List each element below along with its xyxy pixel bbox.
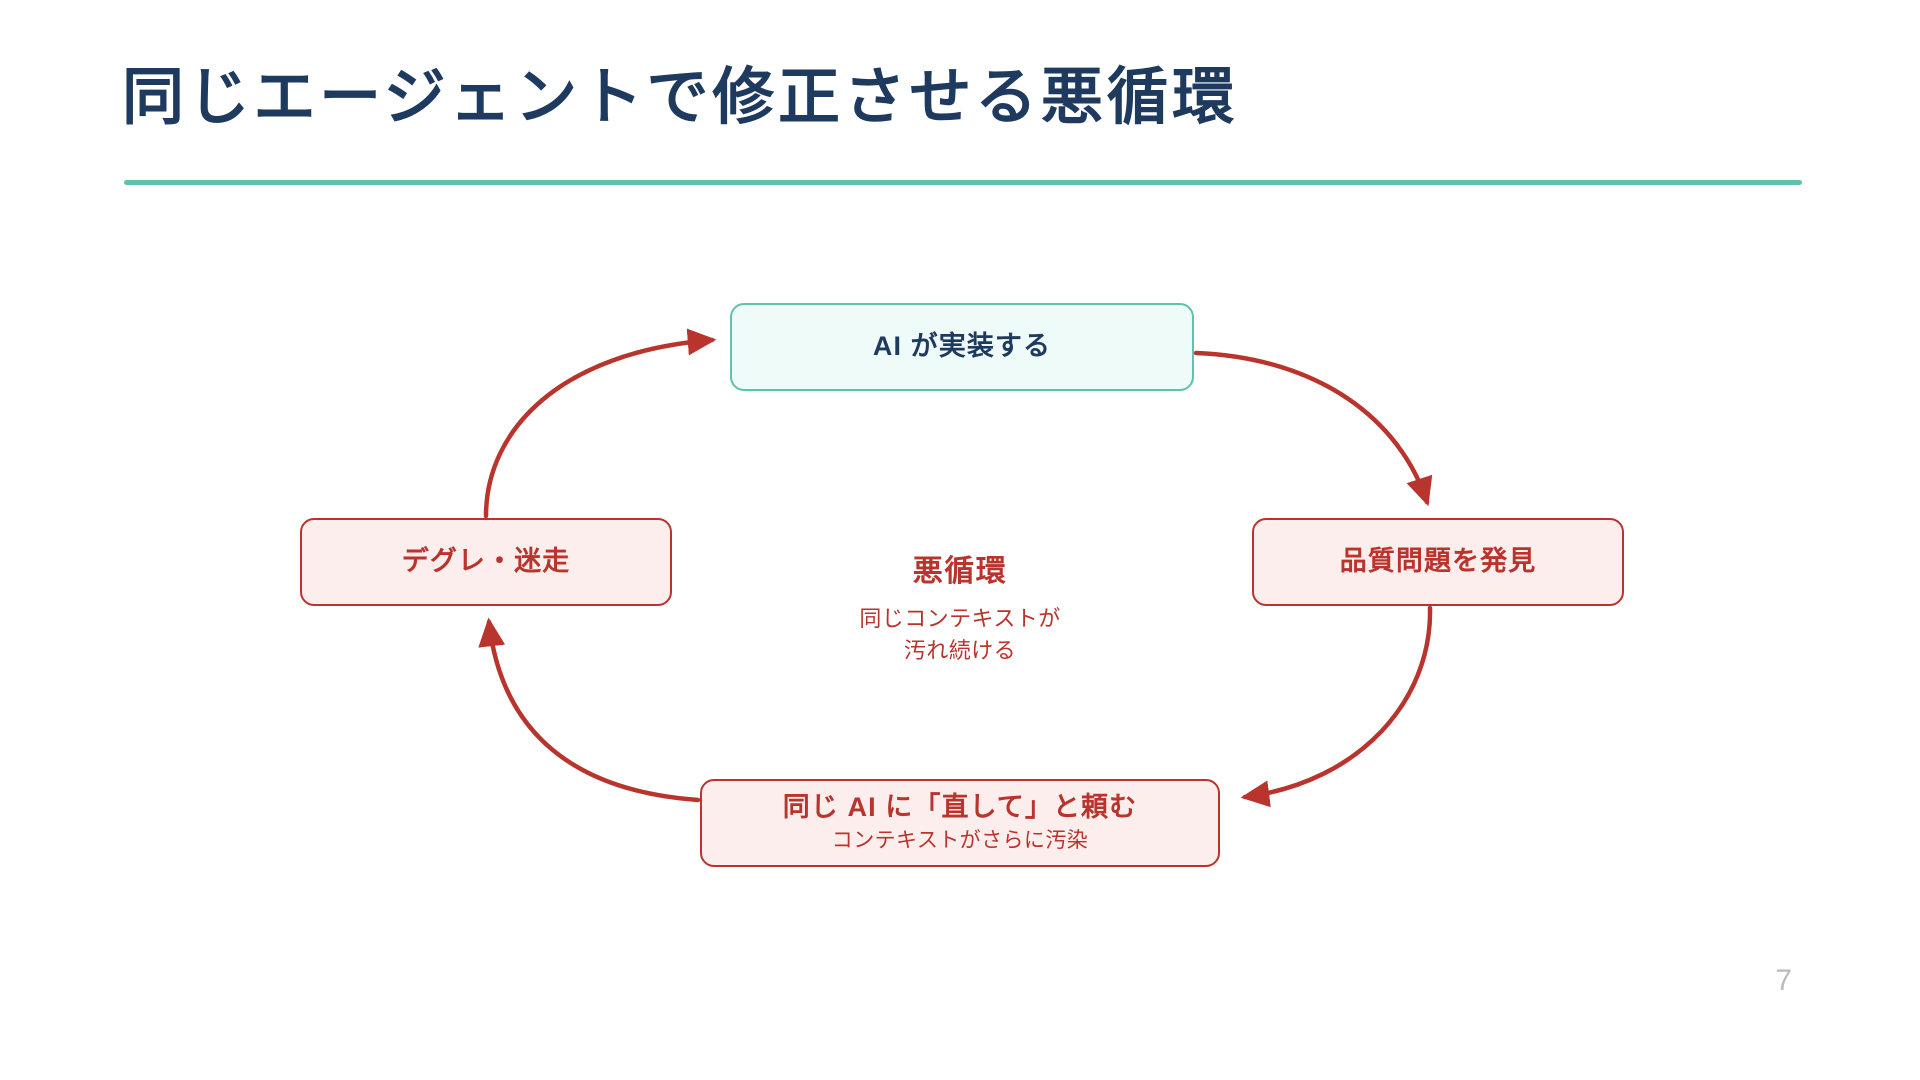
cycle-node-implement[interactable]: AI が実装する [730,303,1194,391]
title-underline-rule [124,180,1802,185]
arrow-degrade-to-implement [483,328,717,519]
page-title: 同じエージェントで修正させる悪循環 [122,63,1239,132]
cycle-center-caption-line-2: 汚れ続ける [903,637,1017,663]
cycle-center-caption-line-1: 同じコンテキストが [859,606,1061,631]
cycle-node-ask-fix[interactable]: 同じ AI に「直して」と頼む コンテキストがさらに汚染 [700,779,1220,867]
cycle-node-quality-title: 品質問題を発見 [1339,546,1537,577]
page-number: 7 [1775,964,1792,997]
arrow-implement-to-quality [1193,350,1433,507]
cycle-node-ask-fix-title: 同じ AI に「直して」と頼む [782,792,1138,823]
cycle-node-quality[interactable]: 品質問題を発見 [1252,518,1624,606]
arrow-askfix-to-degrade [478,617,701,803]
cycle-node-degrade[interactable]: デグレ・迷走 [300,518,672,606]
cycle-center-caption: 悪循環 同じコンテキストが 汚れ続ける [760,552,1160,667]
cycle-node-implement-title: AI が実装する [872,331,1052,362]
arrow-quality-to-askfix [1240,605,1433,808]
cycle-node-ask-fix-subtitle: コンテキストがさらに汚染 [831,829,1089,853]
cycle-center-caption-title: 悪循環 [912,555,1008,588]
cycle-center-caption-lines: 同じコンテキストが 汚れ続ける [760,603,1160,667]
cycle-node-degrade-title: デグレ・迷走 [401,546,571,577]
